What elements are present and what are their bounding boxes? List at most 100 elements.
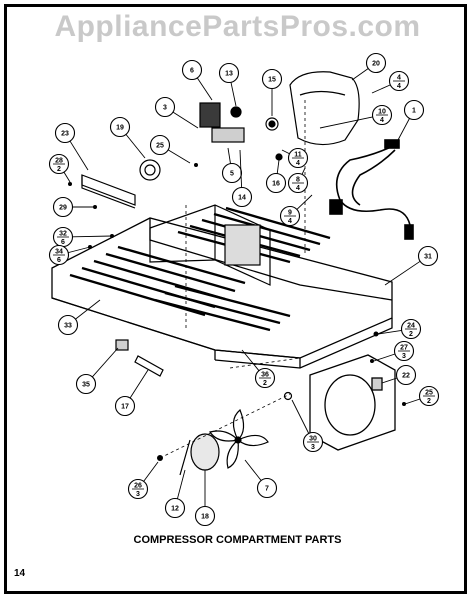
callout-part-number: 34 bbox=[55, 249, 63, 256]
callout-leader-line bbox=[125, 134, 146, 159]
callout-part-number: 7 bbox=[265, 486, 269, 493]
callout-c7: 7 bbox=[244, 459, 278, 499]
callout-part-number: 19 bbox=[116, 125, 124, 132]
control-bracket bbox=[149, 204, 271, 286]
callout-c25a: 25 bbox=[149, 134, 191, 164]
callout-quantity: 4 bbox=[397, 83, 401, 90]
callout-leader-line bbox=[351, 68, 369, 81]
callout-part-number: 33 bbox=[64, 323, 72, 330]
callout-leader-line bbox=[63, 171, 71, 183]
condenser-coil bbox=[69, 206, 331, 332]
callout-leader-line bbox=[276, 159, 280, 174]
callout-bubble bbox=[221, 162, 243, 184]
relay-components bbox=[199, 102, 283, 161]
callout-bubble bbox=[52, 196, 74, 218]
callout-c26: 263 bbox=[127, 461, 159, 500]
callout-bubble bbox=[154, 96, 176, 118]
callout-leader-line bbox=[230, 82, 237, 107]
callout-part-number: 29 bbox=[59, 205, 67, 212]
callout-part-number: 15 bbox=[268, 77, 276, 84]
callout-part-number: 26 bbox=[134, 483, 142, 490]
callout-leader-line bbox=[244, 459, 262, 481]
callout-part-number: 18 bbox=[201, 514, 209, 521]
callout-part-number: 5 bbox=[230, 171, 234, 178]
callout-c24: 242 bbox=[377, 318, 422, 340]
callout-c10: 104 bbox=[319, 104, 393, 129]
callout-c9: 94 bbox=[279, 194, 313, 227]
callout-bubble bbox=[194, 505, 216, 527]
callout-part-number: 3 bbox=[163, 105, 167, 112]
callout-part-number: 12 bbox=[171, 506, 179, 513]
callout-part-number: 16 bbox=[272, 181, 280, 188]
callout-quantity: 2 bbox=[409, 331, 413, 338]
callout-part-number: 23 bbox=[61, 131, 69, 138]
callout-bubble bbox=[54, 122, 76, 144]
callout-part-number: 20 bbox=[372, 61, 380, 68]
callout-part-number: 27 bbox=[400, 345, 408, 352]
callout-leader-line bbox=[296, 194, 313, 210]
callout-bubble bbox=[265, 172, 287, 194]
callout-leader-line bbox=[241, 349, 260, 371]
callout-part-number: 28 bbox=[55, 158, 63, 165]
callout-leader-line bbox=[404, 398, 421, 405]
callout-leader-line bbox=[68, 246, 91, 254]
callout-c19: 19 bbox=[109, 116, 146, 159]
callout-part-number: 8 bbox=[296, 177, 300, 184]
callout-c20: 20 bbox=[351, 52, 387, 81]
callout-part-number: 10 bbox=[378, 109, 386, 116]
callout-bubble bbox=[75, 373, 97, 395]
callout-quantity: 6 bbox=[61, 239, 65, 246]
page-frame bbox=[4, 4, 467, 594]
callout-quantity: 3 bbox=[402, 353, 406, 360]
callout-quantity: 3 bbox=[136, 491, 140, 498]
callout-c14: 14 bbox=[231, 149, 253, 208]
callout-leader-line bbox=[239, 149, 243, 188]
callout-part-number: 30 bbox=[309, 436, 317, 443]
callout-leader-line bbox=[301, 167, 306, 175]
callout-leader-line bbox=[291, 399, 310, 434]
assembly-guide-lines bbox=[159, 100, 306, 459]
callout-bubble bbox=[109, 116, 131, 138]
callout-quantity: 2 bbox=[427, 398, 431, 405]
callout-leader-line bbox=[381, 377, 398, 384]
callout-bubble bbox=[114, 395, 136, 417]
callout-bubble bbox=[395, 364, 417, 386]
callout-c28: 282 bbox=[48, 153, 71, 183]
callout-c32: 326 bbox=[52, 226, 113, 248]
callout-part-number: 25 bbox=[156, 143, 164, 150]
callout-leader-line bbox=[377, 329, 402, 335]
site-watermark: AppliancePartsPros.com bbox=[54, 10, 421, 43]
callout-leader-line bbox=[69, 140, 89, 171]
callout-leader-line bbox=[129, 369, 149, 399]
callout-leader-line bbox=[172, 111, 199, 129]
callout-c13: 13 bbox=[218, 62, 240, 107]
wiring-harness bbox=[329, 139, 414, 240]
callout-part-number: 1 bbox=[412, 108, 416, 115]
callout-part-number: 24 bbox=[407, 323, 415, 330]
callout-quantity: 4 bbox=[288, 218, 292, 225]
callout-leader-line bbox=[75, 299, 101, 320]
callout-quantity: 4 bbox=[296, 160, 300, 167]
callout-leader-line bbox=[91, 347, 119, 378]
callout-bubble bbox=[403, 99, 425, 121]
callout-part-number: 22 bbox=[402, 373, 410, 380]
callout-c22: 22 bbox=[381, 364, 417, 386]
callout-quantity: 2 bbox=[57, 166, 61, 173]
callout-c35: 35 bbox=[75, 347, 119, 395]
callout-leader-line bbox=[319, 116, 373, 129]
callout-leader-line bbox=[143, 461, 159, 482]
callout-bubble bbox=[417, 245, 439, 267]
callout-part-number: 9 bbox=[288, 210, 292, 217]
callout-leader-line bbox=[167, 149, 191, 164]
diagram-caption: COMPRESSOR COMPARTMENT PARTS bbox=[133, 534, 342, 546]
callout-quantity: 4 bbox=[380, 117, 384, 124]
callout-bubble bbox=[365, 52, 387, 74]
callout-leader-line bbox=[384, 260, 421, 286]
callout-c8: 84 bbox=[287, 167, 309, 194]
callout-c31: 31 bbox=[384, 245, 439, 286]
callout-quantity: 3 bbox=[311, 444, 315, 451]
callout-c3: 3 bbox=[154, 96, 199, 129]
callout-quantity: 2 bbox=[263, 380, 267, 387]
